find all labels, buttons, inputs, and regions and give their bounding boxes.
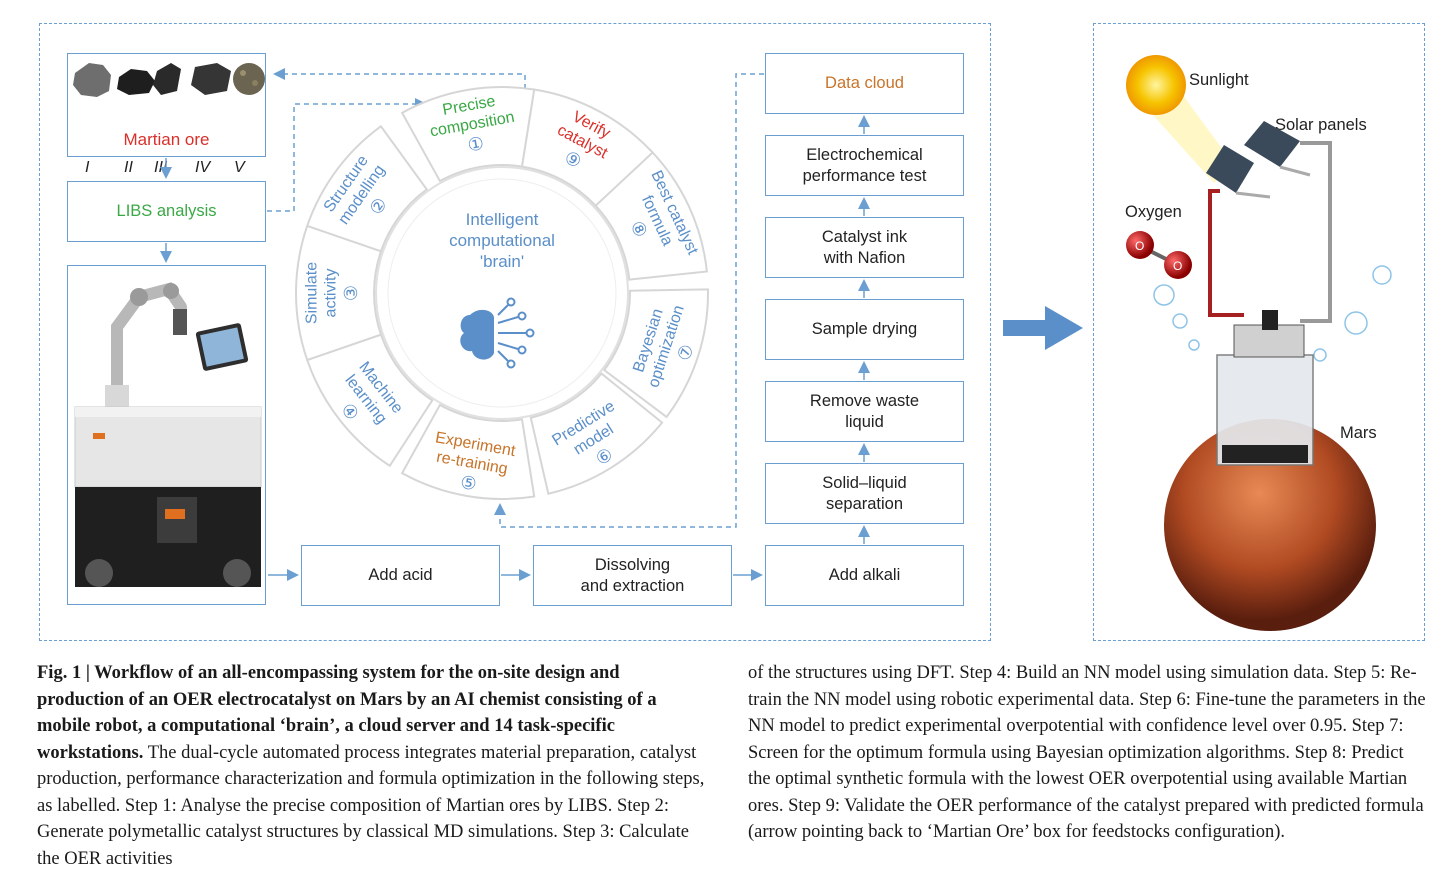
gray-wire (1300, 141, 1332, 323)
mars-label: Mars (1340, 424, 1377, 442)
wheel-center-title-2: computational (449, 231, 555, 250)
caption-body-left: The dual-cycle automated process integra… (37, 742, 705, 869)
wheel-step-text: Simulate (304, 262, 321, 324)
dissolving-extraction-box: Dissolving and extraction (533, 545, 732, 606)
solar-panels-icon (1206, 121, 1311, 199)
wheel-step-number: ⑧ (626, 218, 651, 241)
mobile-robot-image (74, 282, 261, 587)
electrochemical-test-box: Electrochemical performance test (765, 135, 964, 196)
robot-image-box (67, 265, 266, 605)
figure-caption-left: Fig. 1 | Workflow of an all-encompassing… (37, 660, 707, 872)
red-wire (1208, 189, 1244, 317)
data-cloud-box: Data cloud (765, 53, 964, 114)
bubbles-icon (1153, 265, 1392, 362)
martian-ore-label: Martian ore (123, 130, 210, 149)
sample-drying-box: Sample drying (765, 299, 964, 360)
remove-waste-liquid-box: Remove waste liquid (765, 381, 964, 442)
ore-numeral: V (234, 159, 245, 176)
wheel-segment (602, 288, 709, 419)
figure-caption-right: of the structures using DFT. Step 4: Bui… (748, 660, 1428, 846)
mars-planet (1164, 419, 1376, 631)
ore-samples-image (73, 63, 265, 97)
wheel-step-number: ① (466, 133, 485, 155)
wheel-step-text: activity (323, 269, 340, 318)
wheel-center-title-1: Intelligent (466, 210, 539, 229)
wheel-step-number: ⑦ (674, 342, 698, 364)
caption-body-right: of the structures using DFT. Step 4: Bui… (748, 663, 1426, 842)
wheel-segment (592, 148, 708, 281)
wheel-step-number: ⑤ (459, 472, 478, 494)
wheel-segment (295, 224, 383, 362)
wheel-segment (302, 124, 429, 259)
wheel-step-number: ③ (341, 285, 361, 301)
oxygen-atom-label: O (1135, 239, 1144, 253)
oxygen-atom-icon (1126, 231, 1154, 259)
wheel-segment (529, 372, 664, 495)
wheel-segment (305, 333, 434, 468)
wheel-segment (400, 403, 536, 500)
oxygen-atom-label: O (1173, 259, 1182, 273)
caption-lead: Fig. 1 | Workflow of an all-encompassing… (37, 663, 657, 763)
catalyst-ink-box: Catalyst ink with Nafion (765, 217, 964, 278)
ore-numeral: I (85, 159, 90, 176)
oxygen-atom-icon (1164, 251, 1192, 279)
ore-numeral: II (124, 159, 133, 176)
ore-numeral: IV (195, 159, 211, 176)
mars-frame (1093, 23, 1425, 641)
workflow-frame (39, 23, 991, 641)
sunlight-label: Sunlight (1189, 71, 1249, 89)
oxygen-label: Oxygen (1125, 203, 1182, 221)
martian-ore-box: I II III IV V Martian ore (67, 53, 266, 176)
solar-panels-label: Solar panels (1275, 116, 1367, 134)
solid-liquid-separation-box: Solid–liquid separation (765, 463, 964, 524)
libs-analysis-box: LIBS analysis (67, 181, 266, 242)
sun-icon (1126, 55, 1186, 115)
big-arrow-right (1003, 306, 1083, 350)
add-alkali-box: Add alkali (765, 545, 964, 606)
ore-numeral: III (154, 159, 168, 176)
brain-icon (460, 297, 535, 369)
wheel-segment (520, 88, 655, 208)
wheel-center-title-3: 'brain' (480, 252, 524, 271)
electrochemical-cell-icon (1216, 310, 1314, 466)
computational-brain-wheel: Intelligent computational 'brain' Precis… (295, 86, 709, 500)
mars-scene: Sunlight Solar panels Oxygen O O Mars (1125, 55, 1392, 631)
add-acid-box: Add acid (301, 545, 500, 606)
